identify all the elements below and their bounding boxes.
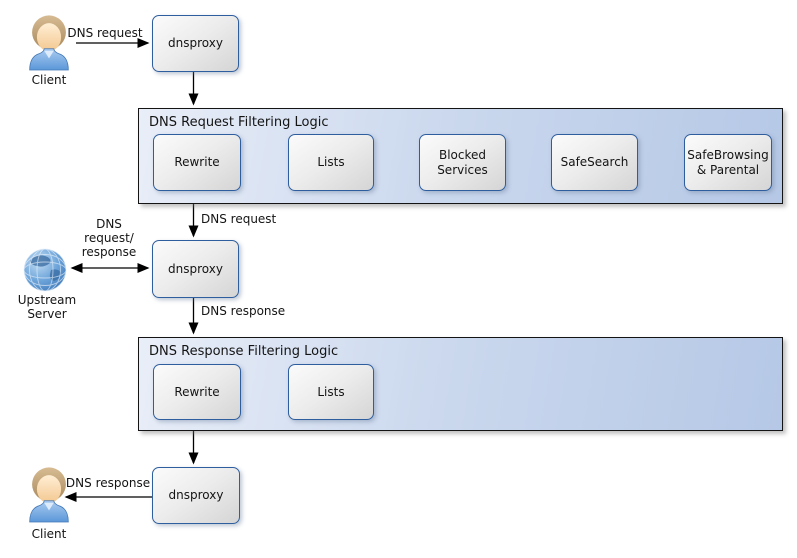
upstream-server-label: Upstream Server <box>17 293 77 321</box>
dnsproxy-bottom-text: dnsproxy <box>168 488 224 502</box>
step-safebrowsing: SafeBrowsing & Parental <box>684 134 772 191</box>
client-top-label: Client <box>31 73 67 87</box>
dnsproxy-top-box: dnsproxy <box>152 15 239 72</box>
dnsproxy-top-text: dnsproxy <box>168 36 223 50</box>
label-request-filter-to-proxy: DNS request <box>201 212 277 226</box>
step-lists-response: Lists <box>288 364 374 420</box>
step-rewrite-response: Rewrite <box>153 364 241 420</box>
label-upstream-exchange: DNS request/ response <box>81 217 137 259</box>
step-safesearch: SafeSearch <box>551 134 638 191</box>
upstream-server-icon <box>23 248 67 292</box>
dnsproxy-middle-box: dnsproxy <box>152 240 239 298</box>
step-rewrite-response-text: Rewrite <box>174 384 220 399</box>
request-filtering-container: DNS Request Filtering Logic Rewrite List… <box>138 108 783 204</box>
dnsproxy-middle-text: dnsproxy <box>168 261 223 276</box>
response-filtering-title: DNS Response Filtering Logic <box>149 344 339 359</box>
client-icon-top <box>29 15 69 71</box>
client-icon-bottom <box>29 467 69 523</box>
request-filtering-title: DNS Request Filtering Logic <box>149 115 329 130</box>
step-safesearch-text: SafeSearch <box>560 155 629 169</box>
step-rewrite: Rewrite <box>153 134 241 191</box>
step-rewrite-text: Rewrite <box>174 155 220 169</box>
dnsproxy-bottom-box: dnsproxy <box>152 467 240 524</box>
client-bottom-label: Client <box>31 527 67 541</box>
step-blocked-services: Blocked Services <box>419 134 506 191</box>
step-lists-response-text: Lists <box>317 384 345 399</box>
step-lists: Lists <box>288 134 374 191</box>
step-lists-text: Lists <box>317 155 345 169</box>
response-filtering-container: DNS Response Filtering Logic Rewrite Lis… <box>138 337 783 431</box>
step-safebrowsing-text: SafeBrowsing & Parental <box>687 147 769 177</box>
label-proxy-to-response-filter: DNS response <box>201 304 286 318</box>
step-blocked-services-text: Blocked Services <box>437 147 488 177</box>
label-client-to-proxy: DNS request <box>67 26 143 40</box>
label-proxy-to-client: DNS response <box>65 476 151 490</box>
